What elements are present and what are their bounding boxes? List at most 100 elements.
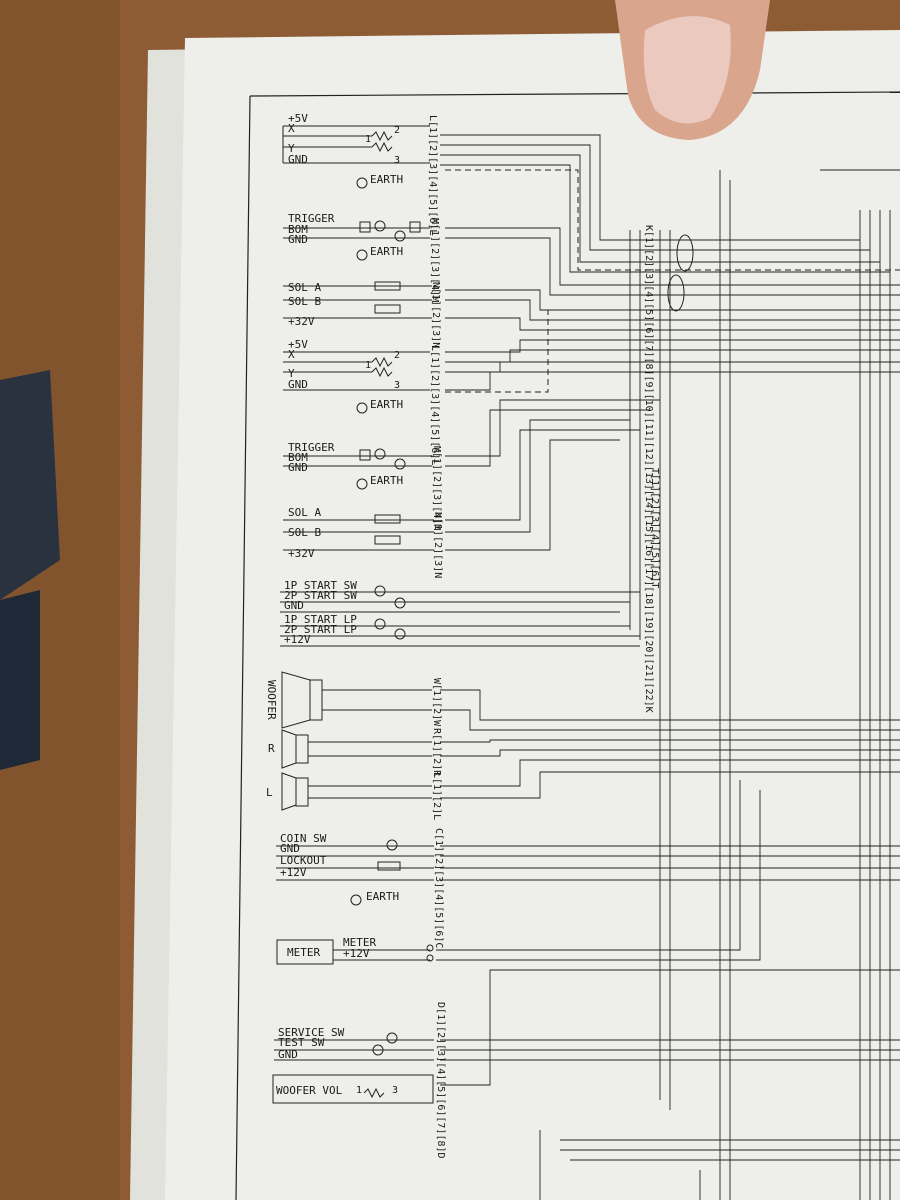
thumb (615, 0, 770, 140)
block-meter: METER METER +12V (276, 936, 434, 965)
label-sol-b: SOL B (288, 295, 321, 308)
potentiometer-icon (371, 130, 393, 153)
earth-icon (356, 177, 368, 189)
connector-L: L[1][2][3][4][5][6]L (429, 345, 440, 465)
switch-icon (394, 597, 406, 609)
label-1p-start-sw: 1P START SW (284, 579, 357, 592)
pot-pin: 2 (394, 350, 400, 361)
label-12v: +12V (284, 633, 311, 646)
pot-pin: 3 (392, 1085, 398, 1096)
meter-label: METER (343, 936, 376, 949)
meter-box-label: METER (287, 946, 320, 959)
solenoid-icon (374, 281, 401, 291)
block-service: SERVICE SW TEST SW GND D[1][2][3][4][5][… (274, 1002, 446, 1159)
label-coin-sw: COIN SW (280, 832, 327, 845)
label-trigger: TRIGGER (288, 441, 335, 454)
label-service-sw: SERVICE SW (278, 1026, 345, 1039)
connector-M: M[1][2][3][4]M (429, 218, 440, 302)
bundle-ring (667, 274, 685, 312)
block-speakers: WOOFER R L W[1][2]W R[1][2]R L[1][2]L (265, 671, 442, 820)
connector-T: T[1][2][3][4][5][6]T (649, 468, 660, 588)
solenoid-icon (374, 535, 401, 545)
earth-icon (356, 249, 368, 261)
label-trigger: TRIGGER (288, 212, 335, 225)
switch-icon (374, 585, 386, 597)
terminal-icon (426, 944, 434, 952)
woofer-vol-label: WOOFER VOL (276, 1084, 343, 1097)
switch-icon (394, 458, 406, 470)
label-gnd: GND (288, 378, 308, 391)
label-y: Y (288, 367, 295, 380)
earth-label: EARTH (370, 398, 403, 411)
block-solenoid-2: SOL A SOL B +32V N[1][2][3]N (283, 506, 443, 578)
earth-icon (356, 478, 368, 490)
potentiometer-icon (363, 1087, 385, 1099)
connector-K: K[1][2][3][4][5][6][7][8][9][10][11][12]… (643, 225, 654, 713)
label-gnd: GND (280, 842, 300, 855)
fabric-bottom (0, 590, 40, 770)
label-lockout: LOCKOUT (280, 854, 327, 867)
label-12v: +12V (280, 866, 307, 879)
earth-label: EARTH (370, 245, 403, 258)
bundle-ring (676, 234, 694, 272)
label-5v: +5V (288, 112, 308, 125)
label-gnd: GND (288, 461, 308, 474)
label-x: X (288, 122, 295, 135)
pot-pin: 1 (365, 360, 371, 371)
pot-pin: 2 (394, 125, 400, 136)
connector-C: C[1][2][3][4][5][6]C (433, 828, 444, 948)
solenoid-icon (374, 514, 401, 524)
lockout-coil-icon (377, 861, 401, 871)
solenoid-icon (374, 304, 401, 314)
label-32v: +32V (288, 315, 315, 328)
switch-icon (394, 230, 406, 242)
switch-icon (386, 1032, 398, 1044)
block-joystick-2: +5V X Y GND 1 2 3 EARTH L[1][2][3][4][5]… (283, 338, 440, 465)
meter-voltage: +12V (343, 947, 370, 960)
earth-label: EARTH (366, 890, 399, 903)
switch-icon (374, 448, 386, 460)
label-test-sw: TEST SW (278, 1036, 325, 1049)
label-x: X (288, 348, 295, 361)
label-gnd: GND (288, 153, 308, 166)
earth-label: EARTH (370, 474, 403, 487)
block-woofer-vol: WOOFER VOL 1 3 (272, 1074, 434, 1104)
earth-icon (356, 402, 368, 414)
label-gnd: GND (288, 233, 308, 246)
label-y: Y (288, 142, 295, 155)
switch-icon (374, 220, 386, 232)
label-bom: BOM (288, 223, 308, 236)
connector-D: D[1][2][3][4][5][6][7][8]D (435, 1002, 446, 1159)
connector-L: L[1][2][3][4][5][6]L (427, 115, 438, 235)
lamp-icon (374, 618, 386, 630)
switch-icon (386, 839, 398, 851)
label-1p-start-lp: 1P START LP (284, 613, 357, 626)
label-gnd: GND (284, 599, 304, 612)
dashed-boundary (445, 169, 900, 393)
block-trigger: TRIGGER BOM GND EARTH M[1][2][3][4]M (283, 212, 440, 302)
pot-pin: 1 (365, 134, 371, 145)
label-5v: +5V (288, 338, 308, 351)
block-solenoid: SOL A SOL B +32V N[1][2][3]N (283, 281, 441, 348)
paper-front (165, 30, 900, 1200)
thumbnail-nail (643, 16, 731, 124)
switch-icon (372, 1044, 384, 1056)
pot-pin: 1 (356, 1085, 362, 1096)
connector-N: N[1][2][3]N (430, 282, 441, 348)
potentiometer-icon (371, 356, 393, 378)
block-top-joystick: +5V X Y GND 1 2 3 EARTH L[1][2][3][4][5]… (282, 112, 438, 235)
connector-L: L[1][2]L (431, 772, 442, 820)
fabric-top (0, 370, 60, 600)
label-bom: BOM (288, 451, 308, 464)
label-woofer: WOOFER (265, 680, 278, 720)
terminal-icon (426, 954, 434, 962)
earth-label: EARTH (370, 173, 403, 186)
label-gnd: GND (278, 1048, 298, 1061)
wire-bundle (436, 134, 900, 1200)
pot-pin: 3 (394, 380, 400, 391)
label-sol-a: SOL A (288, 281, 321, 294)
connector-N: N[1][2][3]N (432, 512, 443, 578)
connector-M: M[1][2][3][4]M (431, 446, 442, 530)
frame-left (235, 95, 251, 1200)
